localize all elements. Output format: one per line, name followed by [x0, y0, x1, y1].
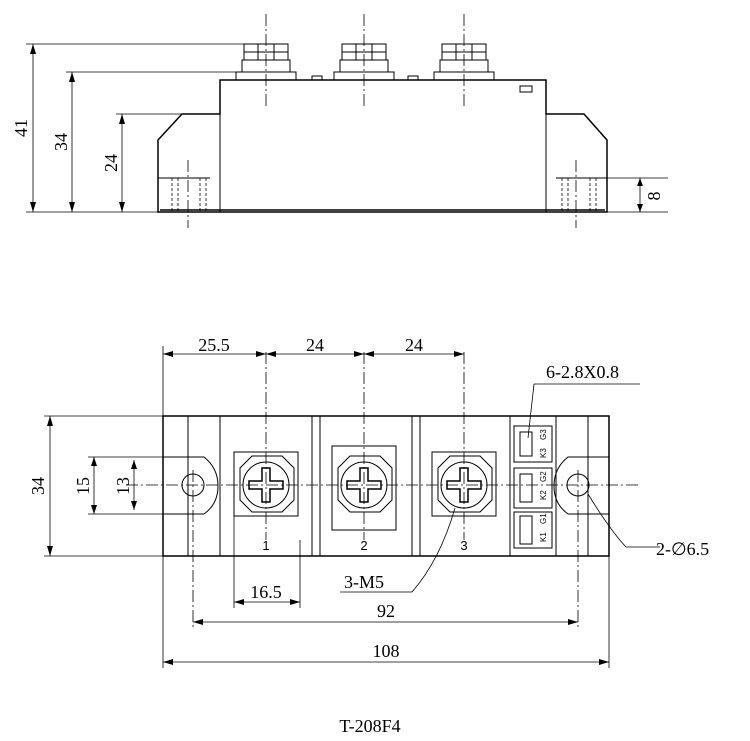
holes-callout-leader: [587, 493, 660, 548]
side-notch: [519, 85, 533, 93]
pin-label-g3: G3: [539, 429, 548, 440]
dim-108-label: 108: [373, 641, 400, 661]
screw-cross-icon: [446, 467, 482, 503]
side-view: 41 34 24 8: [11, 14, 668, 228]
top-view: 1 2 3 K3 G3 K2 G2 K1: [28, 335, 709, 668]
pin-tab: [519, 431, 533, 457]
terminal-number: 3: [460, 538, 467, 553]
side-terminal-2: [333, 14, 395, 108]
side-base-outline: [157, 79, 608, 213]
dim-41-label: 41: [11, 119, 31, 137]
dim-13-label: 13: [113, 477, 133, 495]
dim-8-label: 8: [644, 192, 664, 201]
side-terminal-1: [235, 14, 297, 108]
dim-15-label: 15: [73, 477, 93, 495]
pin-block: K3 G3 K2 G2 K1 G1: [513, 425, 553, 549]
pin-tab: [519, 515, 533, 545]
side-notch: [407, 75, 419, 81]
side-notch: [311, 75, 323, 81]
screws-callout-label: 3-M5: [344, 572, 384, 592]
screw-cross-icon: [248, 467, 284, 503]
dim-16-5-label: 16.5: [250, 582, 282, 602]
pin-tab: [519, 473, 533, 503]
top-outline: [162, 415, 610, 557]
side-terminal-3: [433, 14, 495, 108]
dim-width-label: 34: [28, 477, 48, 495]
pin-label-k2: K2: [539, 490, 548, 500]
tabs-callout-label: 6-2.8X0.8: [546, 362, 619, 382]
pin-label-k3: K3: [539, 448, 548, 458]
dim-24-b-label: 24: [405, 335, 423, 355]
screws-callout-leader: [340, 507, 456, 593]
right-mount-boss: [553, 456, 609, 515]
pin-label-k1: K1: [539, 532, 548, 542]
left-mount-boss: [163, 456, 219, 515]
holes-callout-label: 2-∅6.5: [656, 539, 709, 559]
dim-24-a-label: 24: [306, 335, 324, 355]
dim-24-label: 24: [101, 154, 121, 172]
tabs-callout-leader: [527, 383, 535, 439]
terminal-number: 1: [262, 538, 269, 553]
dim-92-label: 92: [377, 601, 395, 621]
drawing-caption: T-208F4: [339, 716, 400, 736]
screw-cross-icon: [346, 467, 382, 503]
dim-25-5-label: 25.5: [198, 335, 230, 355]
terminal-number: 2: [360, 538, 367, 553]
pin-label-g1: G1: [539, 513, 548, 524]
pin-label-g2: G2: [539, 471, 548, 482]
dim-34-label: 34: [51, 133, 71, 151]
